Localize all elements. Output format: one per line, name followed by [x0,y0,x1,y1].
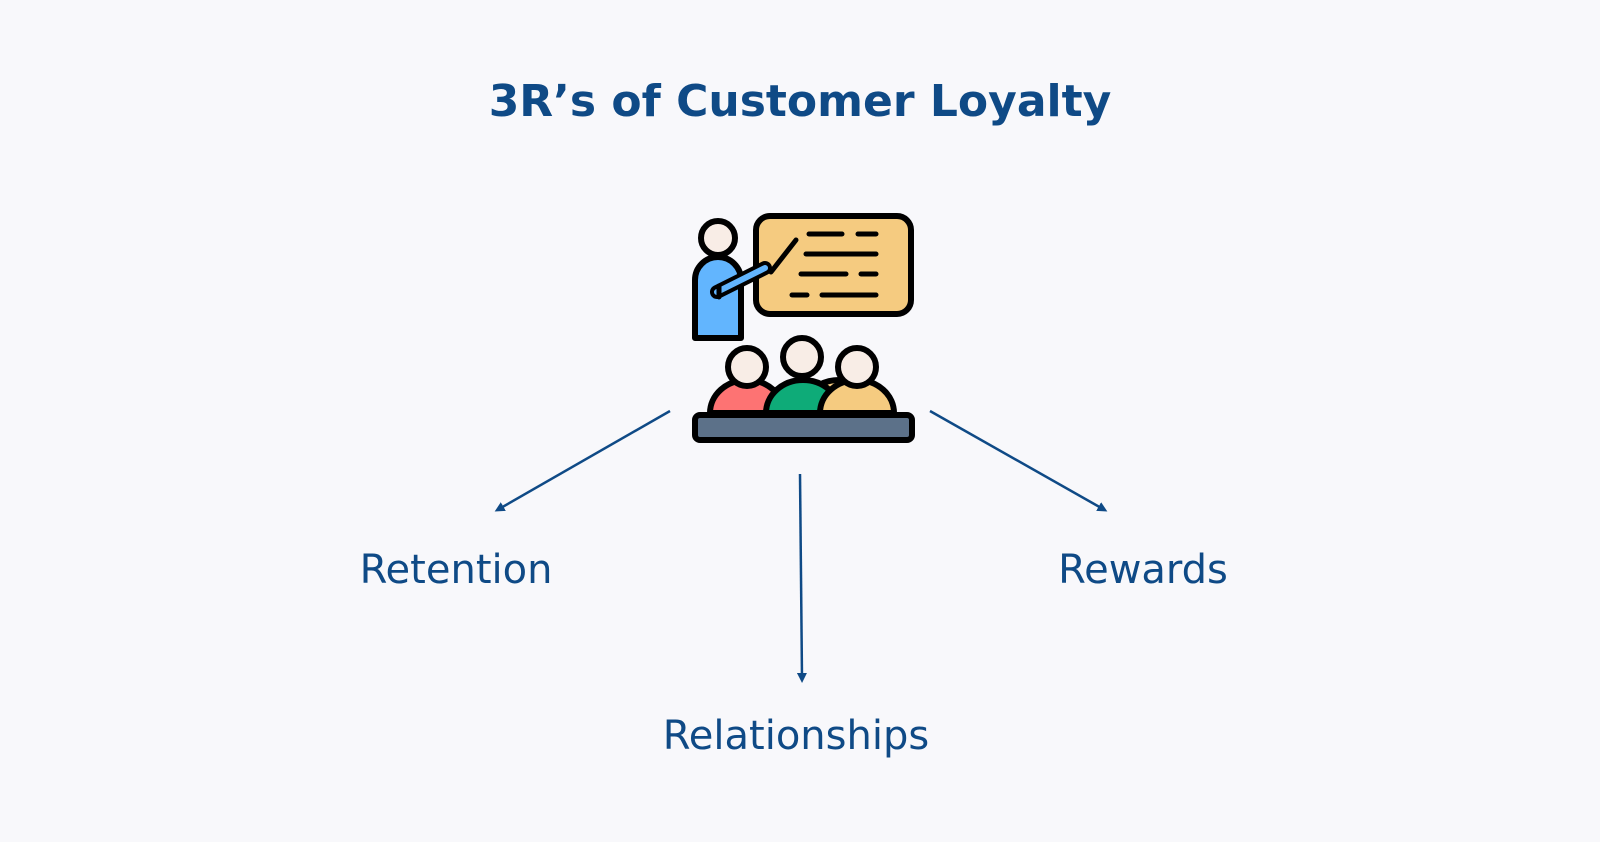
label-relationships: Relationships [662,713,930,759]
arrow-relationships [796,473,807,683]
label-retention: Retention [359,547,553,593]
arrow-rewards [929,409,1108,512]
label-rewards: Rewards [1058,547,1228,593]
presentation-icon [692,213,915,443]
diagram-title: 3R’s of Customer Loyalty [488,76,1112,127]
arrow-retention [494,409,671,512]
